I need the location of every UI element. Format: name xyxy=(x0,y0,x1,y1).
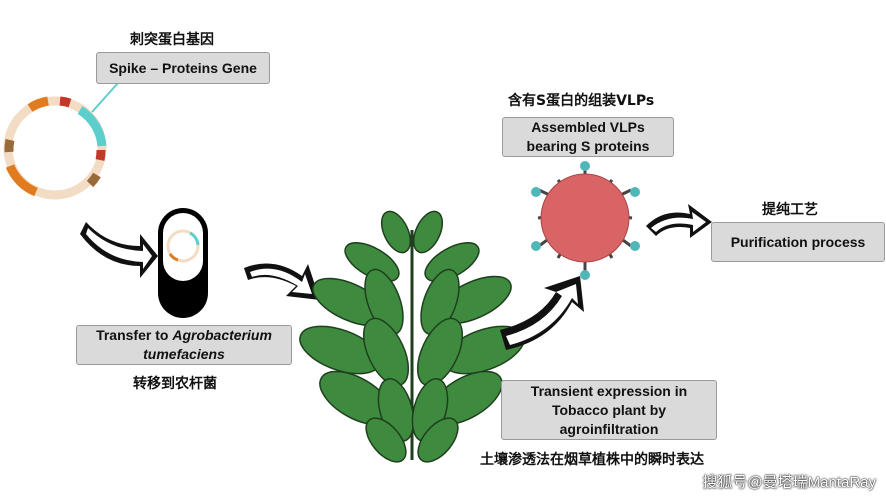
transfer-label-cn: 转移到农杆菌 xyxy=(133,376,217,392)
arrow-to-plant xyxy=(244,263,320,300)
transient-label-cn: 土壤渗透法在烟草植株中的瞬时表达 xyxy=(480,452,704,468)
gene-label-box: Spike – Proteins Gene xyxy=(96,52,270,84)
vlp-label-cn: 含有S蛋白的组装VLPs xyxy=(508,93,655,109)
vlp-particle-icon xyxy=(531,161,640,280)
transfer-line-1: Transfer to Agrobacterium xyxy=(96,327,272,343)
vlp-label-line-2: bearing S proteins xyxy=(526,138,650,154)
transfer-line-2: tumefaciens xyxy=(143,346,225,362)
transient-line-2: Tobacco plant by xyxy=(551,401,667,418)
purify-label-cn: 提纯工艺 xyxy=(762,202,818,218)
gene-label-cn: 刺突蛋白基因 xyxy=(130,32,214,48)
vlp-label-line-1: Assembled VLPs xyxy=(531,119,645,135)
gene-label-en: Spike – Proteins Gene xyxy=(109,59,257,76)
purify-label-box: Purification process xyxy=(711,222,885,262)
plasmid-icon xyxy=(3,82,119,200)
agrobacterium-icon xyxy=(158,208,208,318)
tobacco-plant-icon xyxy=(299,210,525,463)
transient-line-3: agroinfiltration xyxy=(559,420,659,437)
transfer-label-box: Transfer to Agrobacterium tumefaciens xyxy=(76,325,292,365)
purify-label-en: Purification process xyxy=(730,233,866,250)
vlp-label-box: Assembled VLPs bearing S proteins xyxy=(502,117,674,157)
transient-label-box: Transient expression in Tobacco plant by… xyxy=(501,380,717,440)
transient-line-1: Transient expression in xyxy=(530,382,688,399)
watermark: 搜狐号@曼塔瑞MantaRay xyxy=(702,474,876,491)
